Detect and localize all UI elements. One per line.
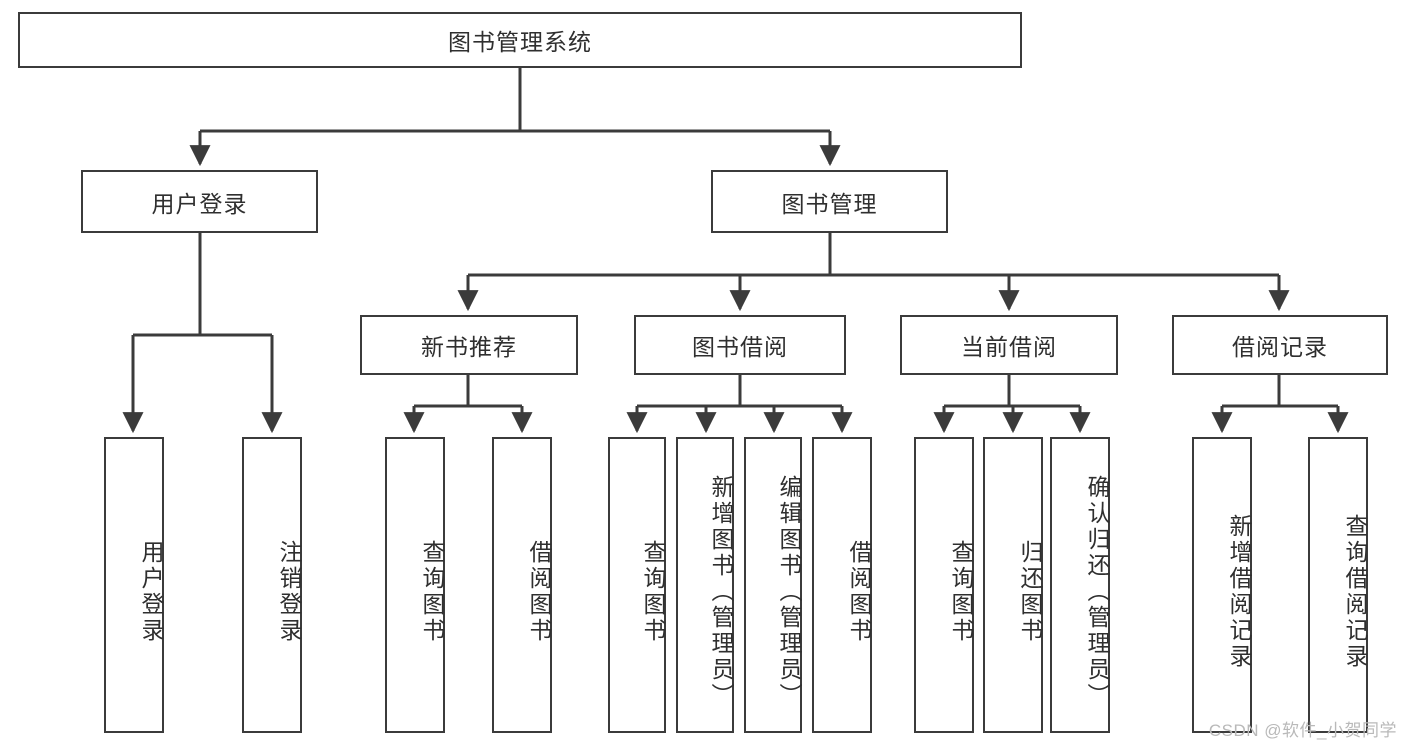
node-leaf-query-record-label: 查询借阅记录 xyxy=(1342,514,1368,670)
node-leaf-query-book-3[interactable]: 查询图书 xyxy=(914,437,974,733)
node-leaf-user-login[interactable]: 用户登录 xyxy=(104,437,164,733)
node-current-borrow[interactable]: 当前借阅 xyxy=(900,315,1118,375)
node-root[interactable]: 图书管理系统 xyxy=(18,12,1022,68)
node-leaf-user-logout-label: 注销登录 xyxy=(276,540,302,644)
csdn-watermark: CSDN @软件_小贺同学 xyxy=(1208,721,1397,740)
node-leaf-query-record[interactable]: 查询借阅记录 xyxy=(1308,437,1368,733)
node-leaf-add-book[interactable]: 新增图书（管理员） xyxy=(676,437,734,733)
node-leaf-query-book-3-label: 查询图书 xyxy=(948,540,974,644)
node-user-login[interactable]: 用户登录 xyxy=(81,170,318,233)
node-borrow-record-label: 借阅记录 xyxy=(1232,334,1328,360)
node-leaf-add-record[interactable]: 新增借阅记录 xyxy=(1192,437,1252,733)
node-leaf-query-book-1[interactable]: 查询图书 xyxy=(385,437,445,733)
node-leaf-borrow-book-1-label: 借阅图书 xyxy=(526,540,552,644)
node-book-borrow-label: 图书借阅 xyxy=(692,334,788,360)
node-leaf-confirm-return[interactable]: 确认归还（管理员） xyxy=(1050,437,1110,733)
node-leaf-return-book-label: 归还图书 xyxy=(1017,540,1043,644)
node-leaf-user-login-label: 用户登录 xyxy=(138,540,164,644)
node-leaf-add-record-label: 新增借阅记录 xyxy=(1226,514,1252,670)
node-leaf-borrow-book-1[interactable]: 借阅图书 xyxy=(492,437,552,733)
node-leaf-edit-book[interactable]: 编辑图书（管理员） xyxy=(744,437,802,733)
node-leaf-user-logout[interactable]: 注销登录 xyxy=(242,437,302,733)
node-leaf-borrow-book-2[interactable]: 借阅图书 xyxy=(812,437,872,733)
node-leaf-query-book-1-label: 查询图书 xyxy=(419,540,445,644)
node-leaf-query-book-2-label: 查询图书 xyxy=(640,540,666,644)
node-new-book-recommend-label: 新书推荐 xyxy=(421,334,517,360)
node-book-manage[interactable]: 图书管理 xyxy=(711,170,948,233)
node-root-label: 图书管理系统 xyxy=(448,29,592,55)
node-leaf-edit-book-label: 编辑图书（管理员） xyxy=(776,475,802,709)
node-leaf-query-book-2[interactable]: 查询图书 xyxy=(608,437,666,733)
node-user-login-label: 用户登录 xyxy=(151,190,248,217)
node-leaf-return-book[interactable]: 归还图书 xyxy=(983,437,1043,733)
node-leaf-borrow-book-2-label: 借阅图书 xyxy=(846,540,872,644)
node-borrow-record[interactable]: 借阅记录 xyxy=(1172,315,1388,375)
node-current-borrow-label: 当前借阅 xyxy=(961,334,1057,360)
node-book-borrow[interactable]: 图书借阅 xyxy=(634,315,846,375)
node-book-manage-label: 图书管理 xyxy=(781,190,878,217)
node-leaf-confirm-return-label: 确认归还（管理员） xyxy=(1084,475,1110,709)
node-new-book-recommend[interactable]: 新书推荐 xyxy=(360,315,578,375)
node-leaf-add-book-label: 新增图书（管理员） xyxy=(708,475,734,709)
